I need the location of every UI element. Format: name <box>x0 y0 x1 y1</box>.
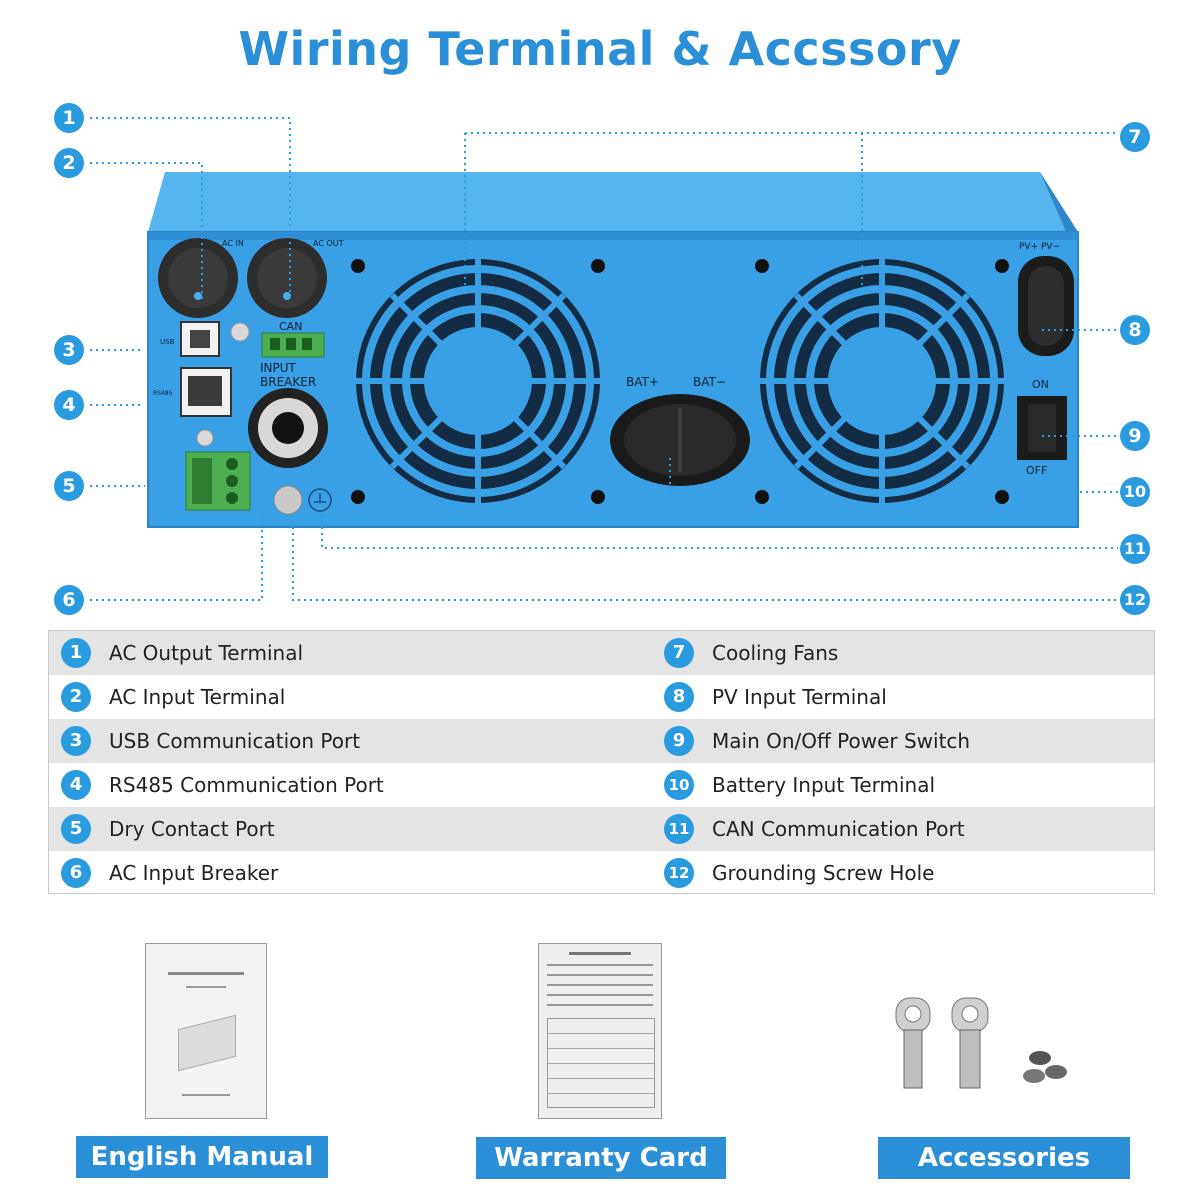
legend-label: Main On/Off Power Switch <box>712 729 971 753</box>
legend-num: 2 <box>61 682 91 712</box>
callout-1: 1 <box>54 103 84 133</box>
input-breaker <box>248 388 328 468</box>
legend-label: Battery Input Terminal <box>712 773 936 797</box>
legend-num: 9 <box>664 726 694 756</box>
cooling-fan-left <box>351 259 605 504</box>
legend-label: AC Output Terminal <box>109 641 304 665</box>
pv-label: PV+ PV− <box>1019 242 1060 252</box>
table-row: 1 AC Output Terminal 7 Cooling Fans <box>49 631 1154 675</box>
callout-7: 7 <box>1120 122 1150 152</box>
legend-num: 4 <box>61 770 91 800</box>
battery-input-grommet <box>610 394 750 486</box>
input-breaker-label-1: INPUT <box>260 361 297 375</box>
legend-label: AC Input Terminal <box>109 685 286 709</box>
callout-5: 5 <box>54 471 84 501</box>
grounding-screw <box>273 485 332 515</box>
accessories-caption: Accessories <box>878 1137 1130 1179</box>
usb-label: USB <box>160 338 175 346</box>
pv-input-port <box>1018 256 1074 356</box>
legend-num: 11 <box>664 814 694 844</box>
ac-in-label: AC IN <box>222 239 244 248</box>
callout-12: 12 <box>1120 585 1150 615</box>
table-row: 6 AC Input Breaker 12 Grounding Screw Hole <box>49 851 1154 895</box>
ac-input-connector <box>158 238 238 318</box>
switch-on-label: ON <box>1032 378 1049 391</box>
callout-9: 9 <box>1120 421 1150 451</box>
bat-minus-label: BAT− <box>693 375 726 389</box>
ac-out-label: AC OUT <box>313 239 344 248</box>
legend-num: 7 <box>664 638 694 668</box>
legend-num: 10 <box>664 770 694 800</box>
cooling-fan-right <box>755 259 1009 504</box>
power-switch <box>1017 396 1067 460</box>
table-row: 4 RS485 Communication Port 10 Battery Inpu… <box>49 763 1154 807</box>
legend-table: 1 AC Output Terminal 7 Cooling Fans 2 AC In… <box>48 630 1155 894</box>
usb-port <box>180 321 220 357</box>
table-row: 5 Dry Contact Port 11 CAN Communication Po… <box>49 807 1154 851</box>
legend-num: 12 <box>664 858 694 888</box>
ac-output-connector <box>247 238 327 318</box>
manual-image <box>145 943 267 1119</box>
callout-6: 6 <box>54 585 84 615</box>
callout-4: 4 <box>54 390 84 420</box>
legend-label: RS485 Communication Port <box>109 773 384 797</box>
warranty-caption: Warranty Card <box>476 1137 726 1179</box>
callout-2: 2 <box>54 148 84 178</box>
legend-label: Dry Contact Port <box>109 817 275 841</box>
legend-num: 3 <box>61 726 91 756</box>
inverter-rear-panel: AC IN AC OUT USB RS485 CAN INPUT BREAKER <box>84 117 1118 601</box>
accessories-image <box>895 997 1067 1089</box>
manual-caption: English Manual <box>76 1136 328 1178</box>
switch-off-label: OFF <box>1026 464 1047 477</box>
page-title: Wiring Terminal & Accssory <box>238 22 962 76</box>
legend-num: 5 <box>61 814 91 844</box>
warranty-card-image <box>538 943 662 1119</box>
legend-label: AC Input Breaker <box>109 861 279 885</box>
input-breaker-label-2: BREAKER <box>260 375 316 389</box>
rs485-port <box>180 367 232 417</box>
dry-contact-terminal <box>185 451 251 511</box>
callout-11: 11 <box>1120 534 1150 564</box>
legend-label: Grounding Screw Hole <box>712 861 935 885</box>
can-label: CAN <box>279 320 302 333</box>
legend-label: CAN Communication Port <box>712 817 965 841</box>
table-row: 3 USB Communication Port 9 Main On/Off Pow… <box>49 719 1154 763</box>
can-terminal <box>261 332 325 358</box>
legend-num: 1 <box>61 638 91 668</box>
bat-plus-label: BAT+ <box>626 375 659 389</box>
legend-num: 8 <box>664 682 694 712</box>
legend-label: USB Communication Port <box>109 729 361 753</box>
callout-3: 3 <box>54 335 84 365</box>
legend-label: Cooling Fans <box>712 641 839 665</box>
callout-10: 10 <box>1120 477 1150 507</box>
callout-8: 8 <box>1120 315 1150 345</box>
table-row: 2 AC Input Terminal 8 PV Input Terminal <box>49 675 1154 719</box>
rs485-label: RS485 <box>153 390 173 397</box>
legend-label: PV Input Terminal <box>712 685 887 709</box>
legend-num: 6 <box>61 858 91 888</box>
